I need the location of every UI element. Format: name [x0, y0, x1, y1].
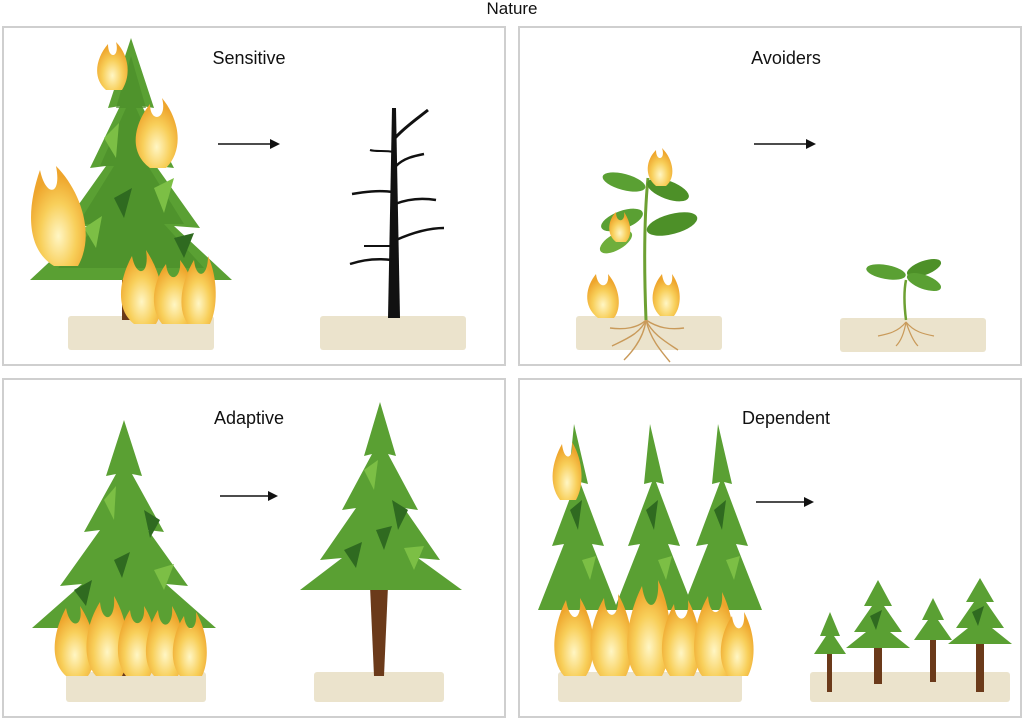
arrow-right-icon: [218, 139, 280, 149]
panel-avoiders: Avoiders: [518, 26, 1022, 366]
avoiders-illustration: [576, 139, 986, 363]
ground: [840, 318, 986, 352]
ground: [576, 316, 722, 350]
ground: [558, 672, 742, 702]
pine-tree-icon: [914, 598, 952, 682]
roots-icon: [609, 319, 685, 363]
pine-tree-icon: [948, 578, 1012, 692]
ground: [68, 316, 214, 350]
panel-label-adaptive: Adaptive: [213, 408, 285, 428]
ground: [314, 672, 444, 702]
sensitive-illustration: [30, 38, 466, 350]
sprout-icon: [866, 258, 942, 321]
roots-icon: [877, 321, 935, 347]
pine-tree-icon: [300, 402, 462, 676]
pine-tree-icon: [814, 612, 846, 692]
flame-icon: [31, 42, 216, 324]
panel-label-dependent: Dependent: [741, 408, 831, 428]
adaptive-illustration: [32, 402, 462, 702]
arrow-right-icon: [756, 497, 814, 507]
flame-icon: [54, 596, 207, 676]
flame-icon: [587, 148, 680, 318]
panel-sensitive: Sensitive: [2, 26, 506, 366]
arrow-right-icon: [220, 491, 278, 501]
dependent-illustration: [538, 424, 1012, 702]
dead-tree-icon: [349, 108, 445, 318]
panel-label-sensitive: Sensitive: [212, 48, 286, 68]
pine-tree-icon: [538, 424, 618, 610]
pine-tree-icon: [614, 424, 694, 610]
panel-dependent: Dependent: [518, 378, 1022, 718]
panel-label-avoiders: Avoiders: [751, 48, 821, 68]
flame-icon: [552, 442, 754, 676]
pine-tree-icon: [682, 424, 762, 610]
pine-tree-icon: [846, 580, 910, 684]
arrow-right-icon: [754, 139, 816, 149]
figure-title: Nature: [486, 0, 538, 18]
ground: [66, 672, 206, 702]
ground: [320, 316, 466, 350]
ground: [810, 672, 1010, 702]
panel-adaptive: Adaptive: [2, 378, 506, 718]
